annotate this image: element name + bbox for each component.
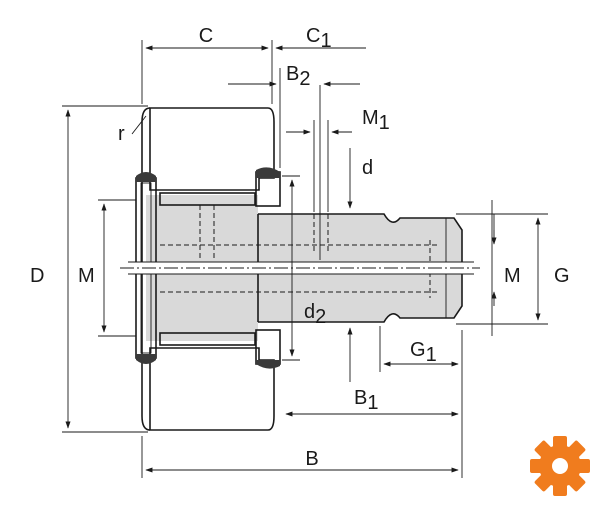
label-c1: C1 [306,25,332,52]
label-m-left: M [78,265,95,287]
label-outer-diameter: D [30,265,44,287]
label-b1: B1 [354,387,378,414]
dimension-lines [65,45,541,473]
center-axis [120,261,480,275]
label-c: C [199,25,213,47]
label-r: r [118,123,125,145]
dimension-labels: C C1 B2 M1 d d2 r D M M G G1 B1 B [30,25,570,470]
label-d: d [362,157,373,179]
label-thread-g: G [554,265,570,287]
label-b: B [305,448,318,470]
extension-lines [62,40,548,478]
gear-icon [530,436,590,496]
label-g1: G1 [410,339,437,366]
label-b2: B2 [286,63,310,90]
label-m-right: M [504,265,521,287]
seals [136,167,280,369]
label-d2: d2 [304,301,326,328]
hidden-lines [160,205,440,298]
label-m1: M1 [362,107,390,134]
